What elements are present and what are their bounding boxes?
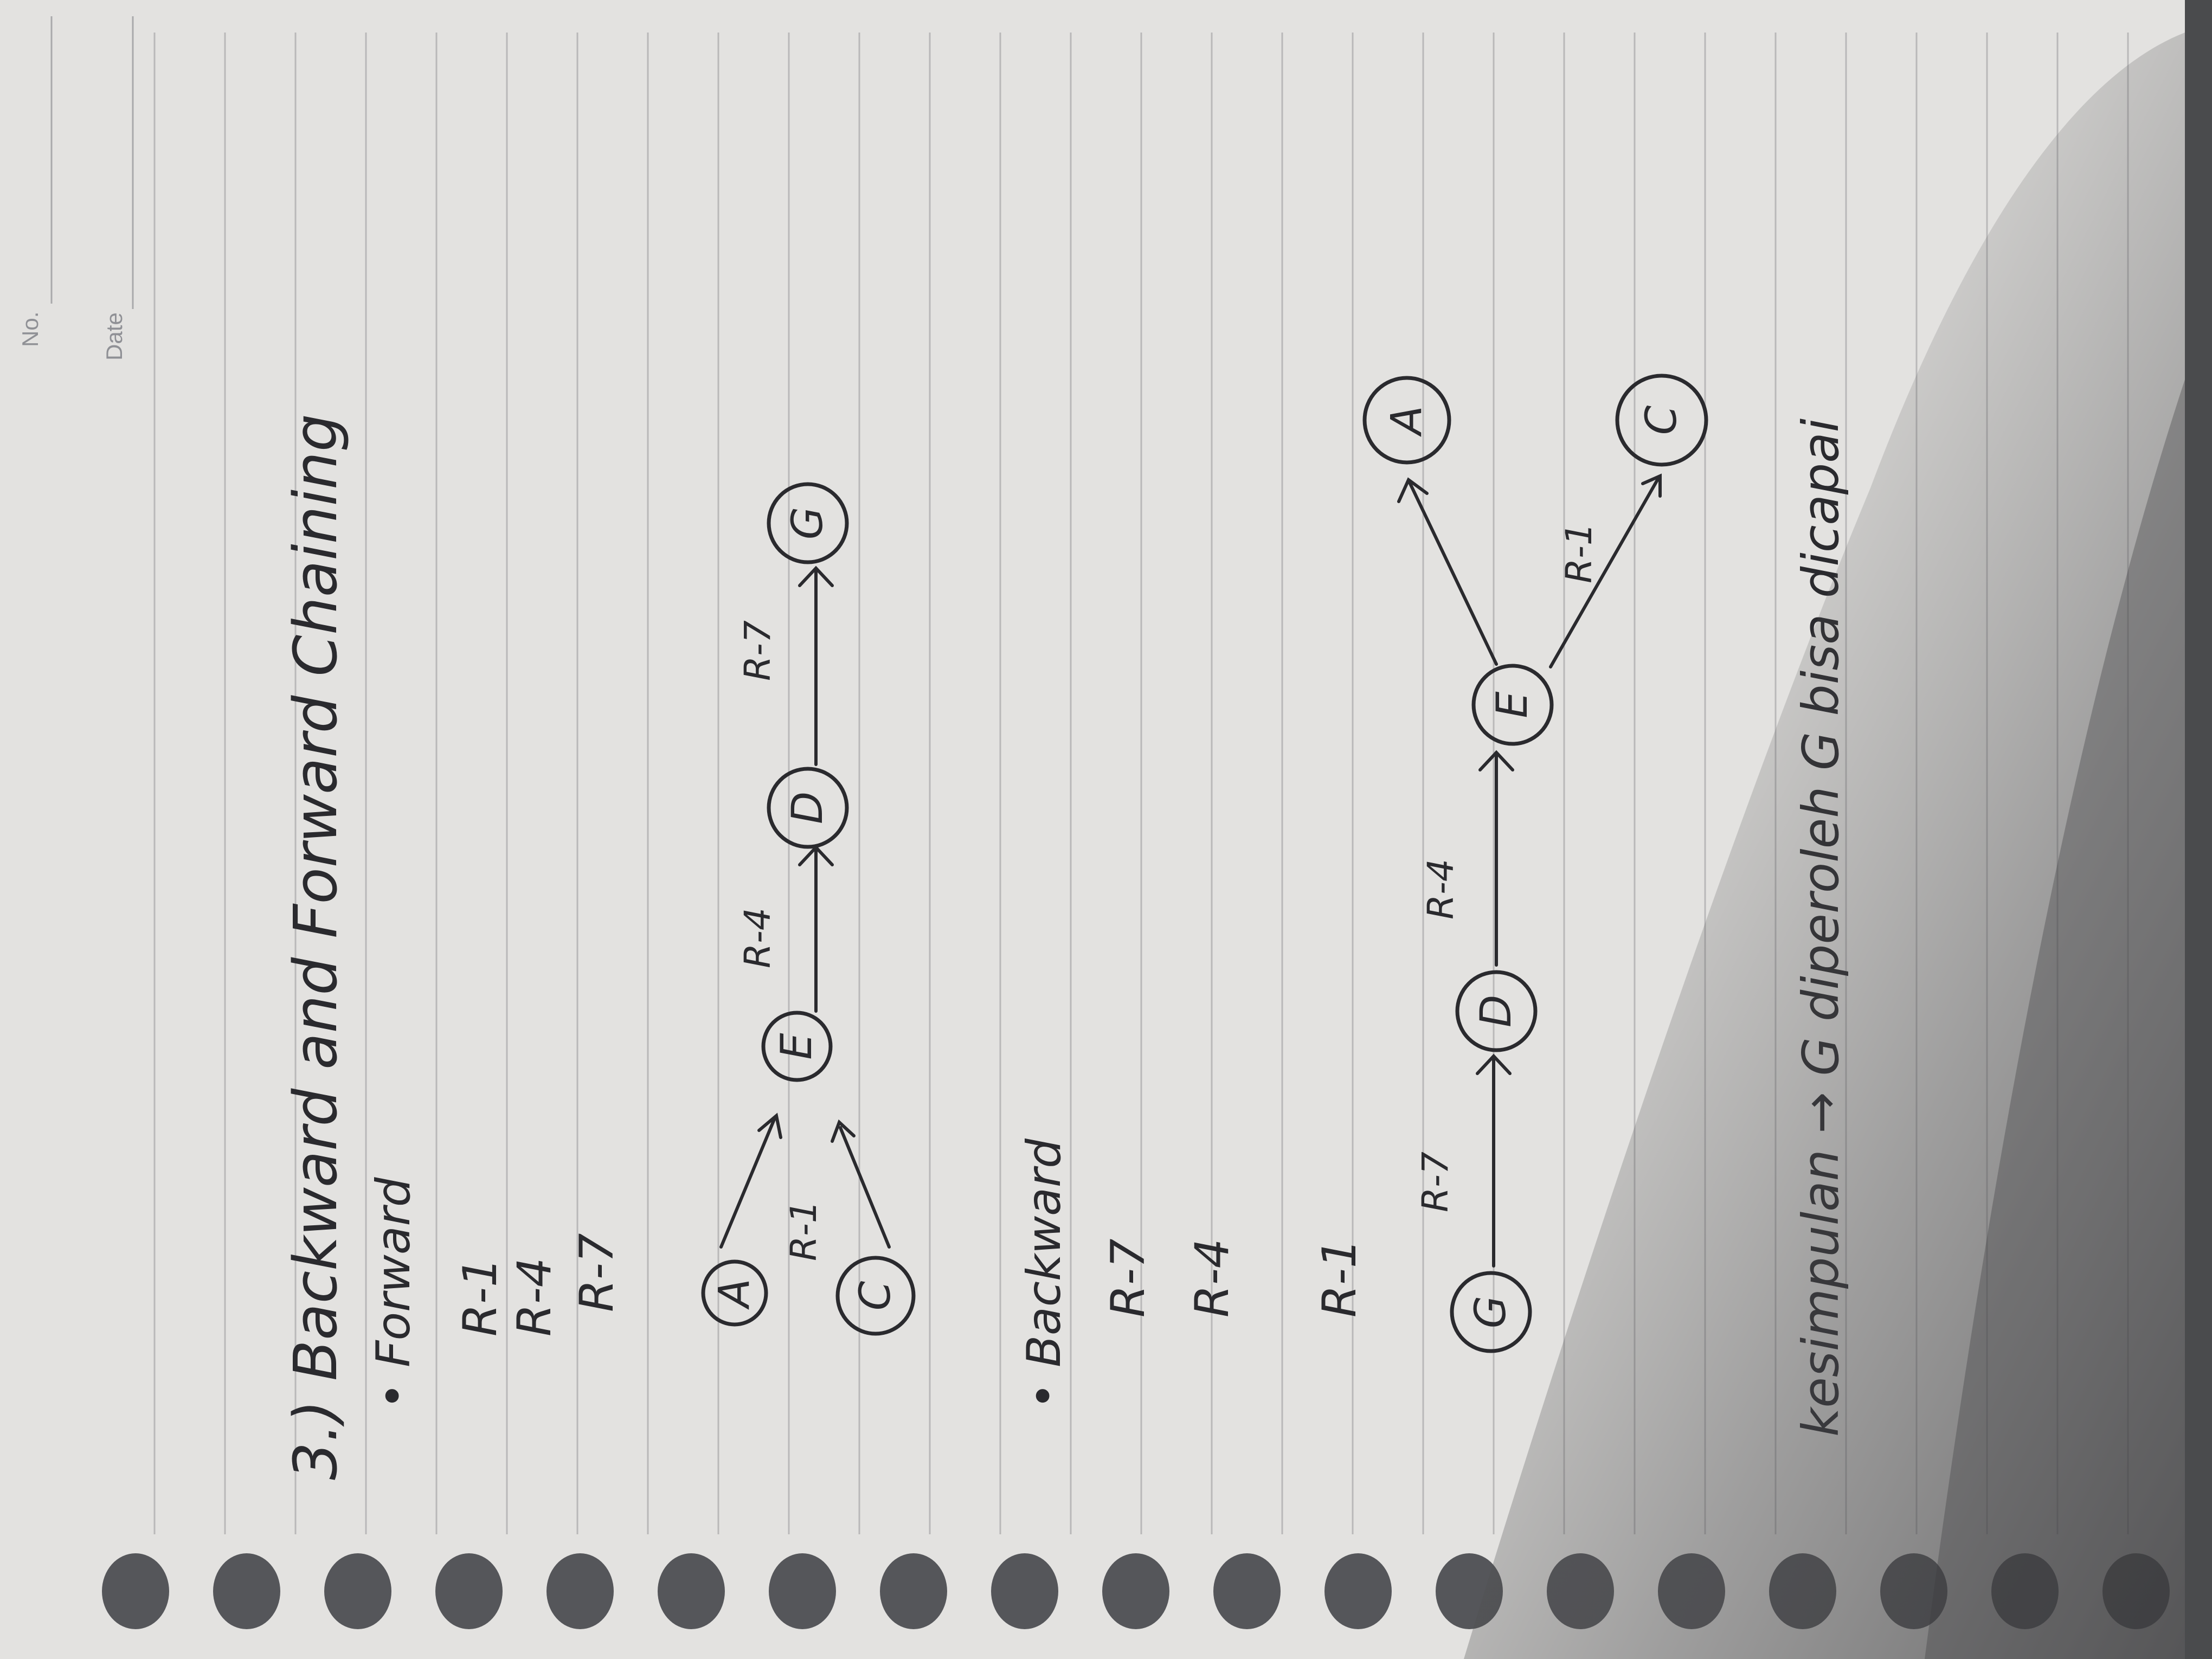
node-g: G — [1450, 1271, 1532, 1353]
edge-a-to-e — [719, 1115, 777, 1249]
binding-hole — [1213, 1553, 1281, 1629]
svg-text:E: E — [773, 1033, 821, 1060]
node-a: A — [1362, 376, 1451, 465]
edge-label: R-7 — [737, 620, 779, 681]
forward-rule: R-7 — [570, 1233, 624, 1312]
binding-hole — [213, 1553, 280, 1629]
svg-text:A: A — [1382, 406, 1431, 437]
edge-c-to-e — [839, 1126, 891, 1249]
arrowhead-icon — [1476, 1053, 1512, 1075]
forward-rule: R-4 — [507, 1257, 562, 1336]
backward-diagram: G R-7 D R-4 E — [1362, 374, 1708, 1353]
edge-e-to-a — [1408, 481, 1498, 666]
backward-section: • Backward R-7 R-4 R-1 G R-7 D — [1017, 374, 1708, 1410]
node-c: C — [835, 1256, 916, 1336]
page-title: 3.) Backward and Forward Chaining — [281, 414, 350, 1480]
arrowhead-icon — [1478, 750, 1514, 771]
node-a: A — [701, 1259, 768, 1327]
hand-shadow-core — [1925, 380, 2185, 1659]
node-d: D — [1455, 970, 1538, 1052]
node-d: D — [767, 767, 849, 849]
svg-text:C: C — [851, 1281, 900, 1310]
binding-hole — [991, 1553, 1058, 1629]
binding-hole — [324, 1553, 391, 1629]
printed-header: No. Date — [17, 16, 134, 361]
date-label: Date — [101, 312, 127, 361]
svg-text:E: E — [1488, 691, 1537, 718]
arrowhead-icon — [1641, 473, 1662, 498]
edge-label: R-4 — [1420, 859, 1462, 919]
edge-label: R-1 — [1558, 523, 1600, 583]
edge-label: R-1 — [783, 1200, 825, 1261]
binding-hole — [769, 1553, 836, 1629]
forward-diagram: R-1 A C E R-4 D — [701, 482, 916, 1336]
node-e: E — [1471, 664, 1554, 746]
backward-rule: R-7 — [1101, 1238, 1155, 1317]
arrowhead-icon — [831, 1119, 856, 1143]
forward-rule: R-1 — [453, 1257, 507, 1336]
svg-text:G: G — [1467, 1296, 1515, 1328]
edge-label: R-7 — [1414, 1152, 1456, 1212]
svg-text:A: A — [710, 1278, 759, 1310]
hand-shadow — [1464, 33, 2185, 1659]
svg-text:D: D — [783, 792, 832, 824]
backward-rule: R-4 — [1185, 1238, 1239, 1317]
backward-heading: • Backward — [1017, 1139, 1071, 1410]
svg-text:C: C — [1637, 405, 1686, 435]
no-label: No. — [17, 312, 43, 347]
svg-text:G: G — [783, 507, 832, 539]
arrowhead-icon — [798, 565, 834, 587]
backward-rule: R-1 — [1313, 1238, 1367, 1317]
binding-hole — [435, 1553, 503, 1629]
binding-hole — [1324, 1553, 1392, 1629]
node-e: E — [761, 1011, 833, 1082]
edge-e-to-c — [1549, 475, 1661, 668]
arrowhead-icon — [1397, 477, 1429, 503]
forward-section: • Forward R-1 R-4 R-7 R-1 A — [366, 482, 916, 1410]
edge-label: R-4 — [737, 908, 779, 968]
arrowhead-icon — [757, 1113, 782, 1139]
binding-hole — [1102, 1553, 1169, 1629]
node-c: C — [1615, 374, 1708, 467]
binding-hole — [658, 1553, 725, 1629]
binding-hole — [880, 1553, 947, 1629]
binding-hole — [102, 1553, 169, 1629]
svg-text:D: D — [1472, 995, 1521, 1027]
node-g: G — [767, 482, 849, 564]
binding-hole — [546, 1553, 614, 1629]
forward-heading: • Forward — [366, 1177, 421, 1410]
